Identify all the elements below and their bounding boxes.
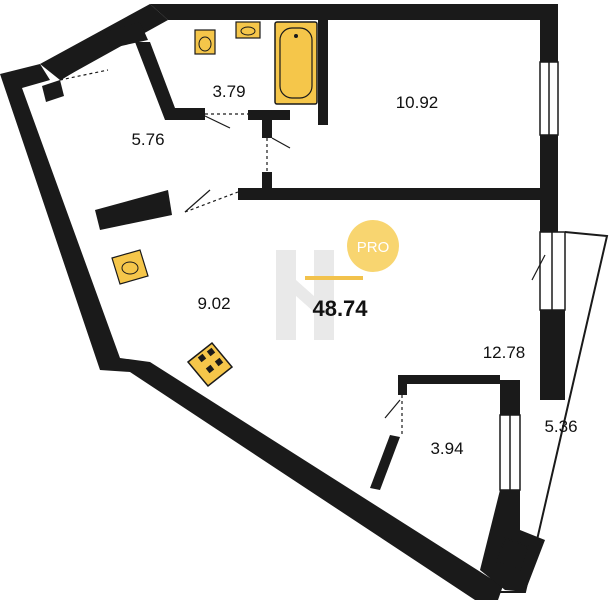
wall-niche-top bbox=[105, 22, 148, 48]
wall-left bbox=[0, 64, 505, 600]
door-kitchen bbox=[184, 189, 211, 213]
wall-storage-left2 bbox=[370, 435, 400, 490]
wall-storage-left bbox=[398, 375, 407, 395]
wall-storage-top bbox=[398, 375, 500, 384]
wall-right-lower bbox=[500, 380, 520, 415]
door-kitchen-dash bbox=[184, 191, 239, 213]
bath-sink-icon bbox=[235, 21, 261, 39]
badge-label: PRO bbox=[357, 239, 390, 256]
windows bbox=[496, 61, 566, 571]
stove-icon bbox=[186, 341, 234, 388]
wall-bath-bottom2 bbox=[248, 110, 290, 120]
wall-hall-stub bbox=[262, 120, 272, 138]
room-area-balcony: 5.36 bbox=[544, 417, 577, 436]
room-area-bedroom: 10.92 bbox=[396, 93, 439, 112]
door-storage bbox=[384, 399, 401, 419]
wall-corner-nw bbox=[40, 4, 168, 80]
wall-bedroom-left bbox=[318, 20, 328, 125]
pro-badge: PRO bbox=[347, 220, 399, 272]
bathtub bbox=[274, 21, 318, 105]
wall-right-mid2 bbox=[540, 310, 565, 400]
door-entrance bbox=[59, 47, 113, 81]
wall-right-upper bbox=[540, 4, 558, 62]
wall-hall-stub2 bbox=[262, 172, 272, 190]
total-underline bbox=[305, 276, 363, 280]
wall-top bbox=[150, 4, 558, 20]
toilet-icon bbox=[194, 29, 216, 55]
doors bbox=[59, 47, 546, 437]
watermark-logo bbox=[276, 250, 334, 340]
door-balcony bbox=[531, 254, 546, 281]
wall-closet bbox=[95, 190, 172, 230]
room-area-storage: 3.94 bbox=[430, 439, 463, 458]
room-area-hall: 5.76 bbox=[131, 130, 164, 149]
walls bbox=[0, 4, 565, 600]
door-bath-leaf bbox=[204, 115, 231, 129]
room-area-living: 12.78 bbox=[483, 343, 526, 362]
room-area-bathroom: 3.79 bbox=[212, 82, 245, 101]
door-bedroom bbox=[271, 137, 291, 149]
room-area-kitchen: 9.02 bbox=[197, 294, 230, 313]
kitchen-sink-icon bbox=[111, 249, 149, 285]
wall-right-mid1 bbox=[540, 135, 558, 232]
door-entrance-swing bbox=[59, 69, 109, 81]
window-balcony-corner bbox=[496, 537, 529, 571]
wall-niche-left bbox=[42, 80, 64, 102]
total-area: 48.74 bbox=[312, 296, 368, 321]
wall-bath-bottom bbox=[135, 42, 205, 120]
wall-interior-h bbox=[238, 188, 540, 200]
